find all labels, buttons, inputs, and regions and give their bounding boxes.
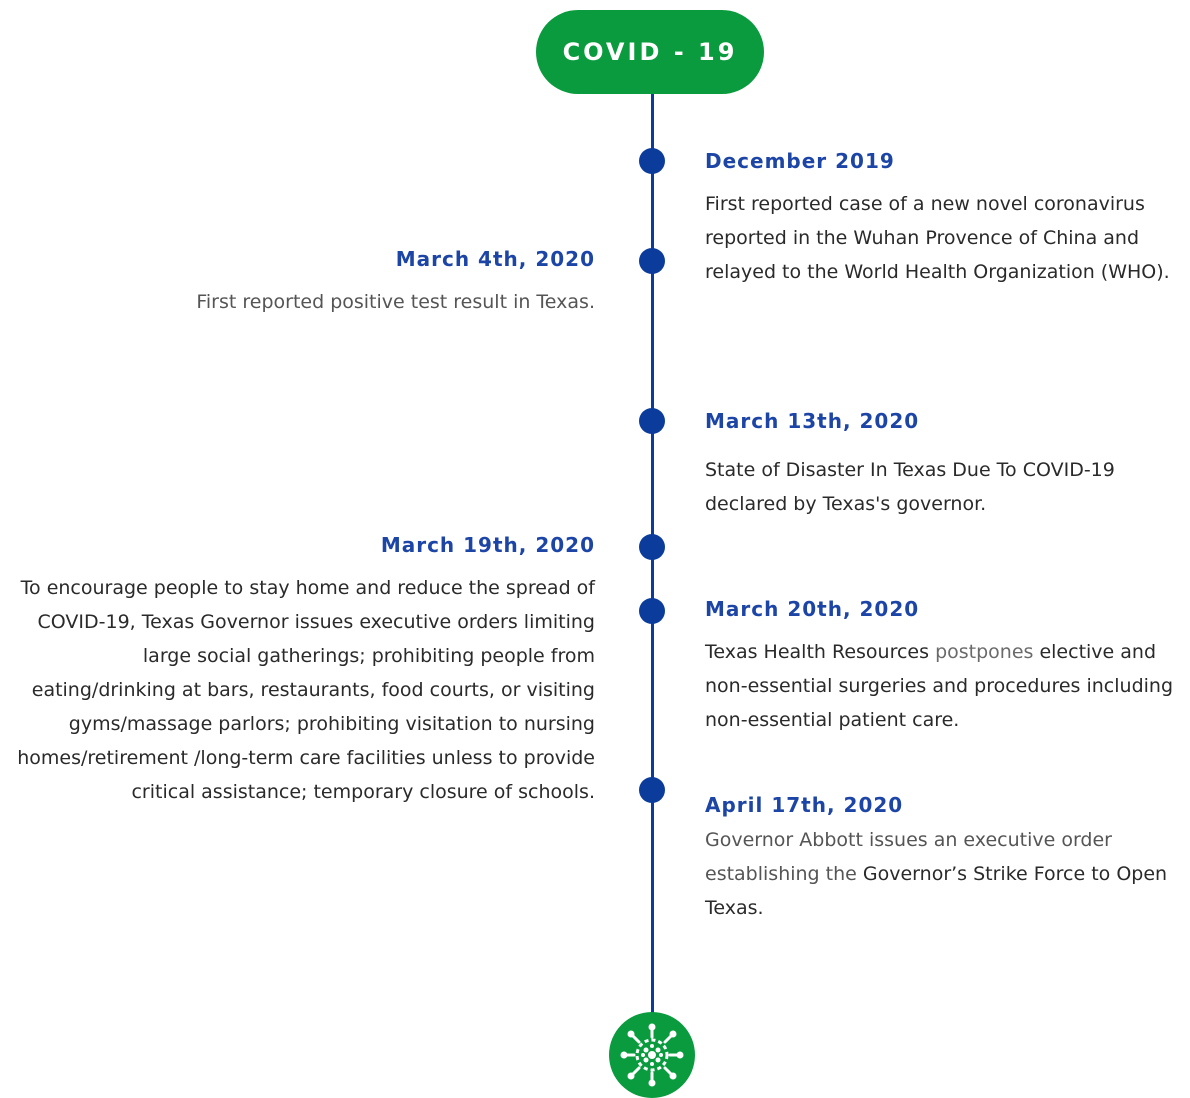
timeline-dot-march-20 — [639, 598, 665, 624]
timeline-event-april-17: April 17th, 2020 Governor Abbott issues … — [705, 793, 1190, 925]
event-date: April 17th, 2020 — [705, 793, 904, 817]
timeline-dot-march-19 — [639, 534, 665, 560]
event-text-part: elective and non-essential surgeries and… — [705, 641, 1174, 731]
event-description: First reported positive test result in T… — [196, 291, 595, 313]
event-date: March 20th, 2020 — [705, 597, 920, 621]
event-date: March 13th, 2020 — [705, 409, 920, 433]
event-text-part: Texas Health Resources — [705, 641, 936, 663]
timeline-dot-march-13 — [639, 408, 665, 434]
event-description: First reported case of a new novel coron… — [705, 193, 1170, 283]
timeline-event-december-2019: December 2019 First reported case of a n… — [705, 149, 1190, 289]
event-date: December 2019 — [705, 149, 895, 173]
event-text-part: postpones — [935, 641, 1034, 663]
timeline-title: COVID - 19 — [536, 10, 764, 94]
event-text-part: Governor’s Strike Force to Open Texas. — [705, 863, 1168, 919]
virus-icon — [620, 1023, 684, 1087]
timeline-end-badge — [609, 1012, 695, 1098]
timeline-dot-april-17 — [639, 777, 665, 803]
timeline-event-march-19: March 19th, 2020 To encourage people to … — [5, 533, 595, 809]
event-text-part: Governor Abbott issues an executive orde… — [705, 829, 1112, 885]
event-description: State of Disaster In Texas Due To COVID-… — [705, 459, 1115, 515]
timeline-event-march-4: March 4th, 2020 First reported positive … — [5, 247, 595, 319]
event-date: March 4th, 2020 — [395, 247, 595, 271]
event-date: March 19th, 2020 — [380, 533, 595, 557]
timeline-event-march-13: March 13th, 2020 State of Disaster In Te… — [705, 409, 1190, 521]
event-description: Texas Health Resources postpones electiv… — [705, 635, 1190, 737]
timeline-dot-march-4 — [639, 248, 665, 274]
timeline-dot-december-2019 — [639, 148, 665, 174]
event-description: To encourage people to stay home and red… — [17, 577, 595, 803]
timeline-event-march-20: March 20th, 2020 Texas Health Resources … — [705, 597, 1190, 737]
event-description: Governor Abbott issues an executive orde… — [705, 823, 1190, 925]
